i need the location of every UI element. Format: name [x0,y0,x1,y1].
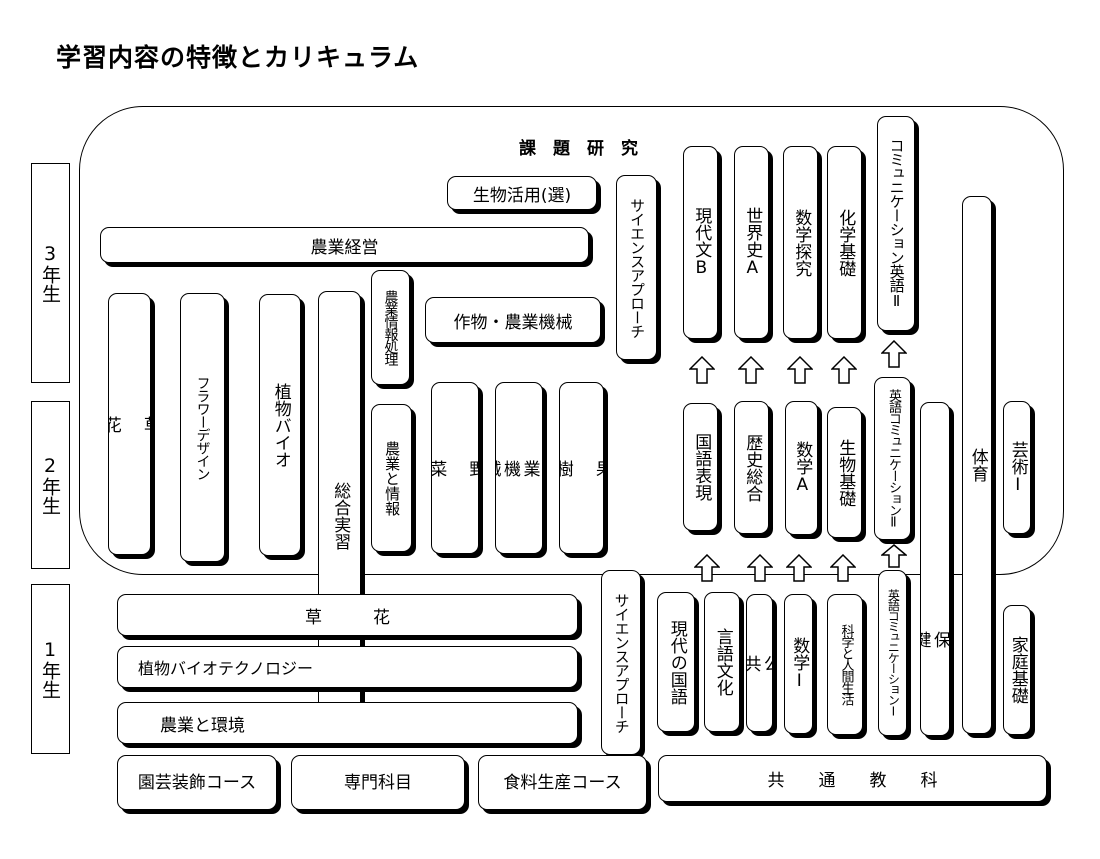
arrow-up-icon [831,356,857,384]
subject-sosou-1: 草 花 [117,594,578,636]
course-shokuryo: 食料生産コース [478,755,647,810]
subject-gendai-kokugo: 現代の国語 [657,592,695,732]
subject-nogyo-kikai: 農 業 機 械 [495,382,543,554]
subject-hoken: 保 健 [920,402,950,736]
subject-nogyo-joho-shori: 農業情報処理 [371,270,410,385]
year-label-2: 2年生 [31,401,70,569]
subject-eigo-comm-1: 英語コミュニケーションⅠ [878,570,907,736]
arrow-up-icon [830,554,856,582]
subject-sugaku-1: 数学Ⅰ [784,594,813,734]
kadai-kenkyu-label: 課 題 研 究 [519,139,638,159]
subject-nogyo-to-joho: 農業と情報 [371,404,412,552]
subject-kokugo-hyogen: 国語表現 [683,403,718,531]
kyotsu-kyoka-label: 共 通 教 科 [658,755,1047,802]
subject-kaju: 果 樹 [559,382,604,554]
subject-bio-techno: 植物バイオテクノロジー [117,646,578,688]
subject-seibutsu-kiso: 生物基礎 [827,407,862,538]
subject-yasai: 野 菜 [431,382,479,554]
subject-sosou: 草 花 [108,293,151,555]
subject-katei-kiso: 家庭基礎 [1003,605,1031,735]
subject-sugaku-a: 数学A [785,401,818,535]
subject-flower-design: フラワーデザイン [180,293,225,562]
subject-taiiku: 体育 [962,196,992,734]
subject-comm-eigo-2: コミュニケーション英語Ⅱ [877,116,915,331]
arrow-up-icon [881,340,907,368]
arrow-up-icon [786,554,812,582]
subject-eigo-comm-2: 英語コミュニケーションⅡ [874,377,911,540]
subject-sekaishi-a: 世界史A [734,146,769,339]
page-title: 学習内容の特徴とカリキュラム [56,43,420,72]
subject-nogyo-keiei: 農業経営 [100,227,589,263]
year-label-3: 3年生 [31,163,70,383]
subject-sugaku-tankyu: 数学探究 [783,146,818,339]
course-engei: 園芸装飾コース [117,755,277,810]
subject-geijutsu-1: 芸術Ⅰ [1003,401,1031,534]
subject-science-approach-1: サイエンスアプローチ [601,570,641,755]
arrow-up-icon [881,544,907,568]
arrow-up-icon [694,554,720,582]
arrow-up-icon [689,356,715,384]
subject-kagaku-kiso: 化学基礎 [827,146,862,339]
senmon-kamoku-label: 専門科目 [291,755,465,810]
year-label-1: 1年生 [31,584,70,754]
subject-kagaku-ningen: 科学と人間生活 [827,594,863,735]
subject-rekishi-sogo: 歴史総合 [734,401,769,534]
subject-gendaibun-b: 現代文B [683,146,718,339]
arrow-up-icon [787,356,813,384]
arrow-up-icon [747,554,773,582]
subject-nogyo-kankyo: 農業と環境 [117,702,578,744]
subject-shokubutsu-bio: 植物バイオ [259,294,301,556]
arrow-up-icon [738,356,764,384]
subject-sakumotsu-kikai: 作物・農業機械 [425,297,601,343]
subject-kokyo: 公 共 [746,594,773,732]
subject-science-approach-3: サイエンスアプローチ [616,175,657,360]
subject-gengo-bunka: 言語文化 [704,592,740,732]
subject-seibutsu-katsuyo: 生物活用(選) [447,176,597,210]
